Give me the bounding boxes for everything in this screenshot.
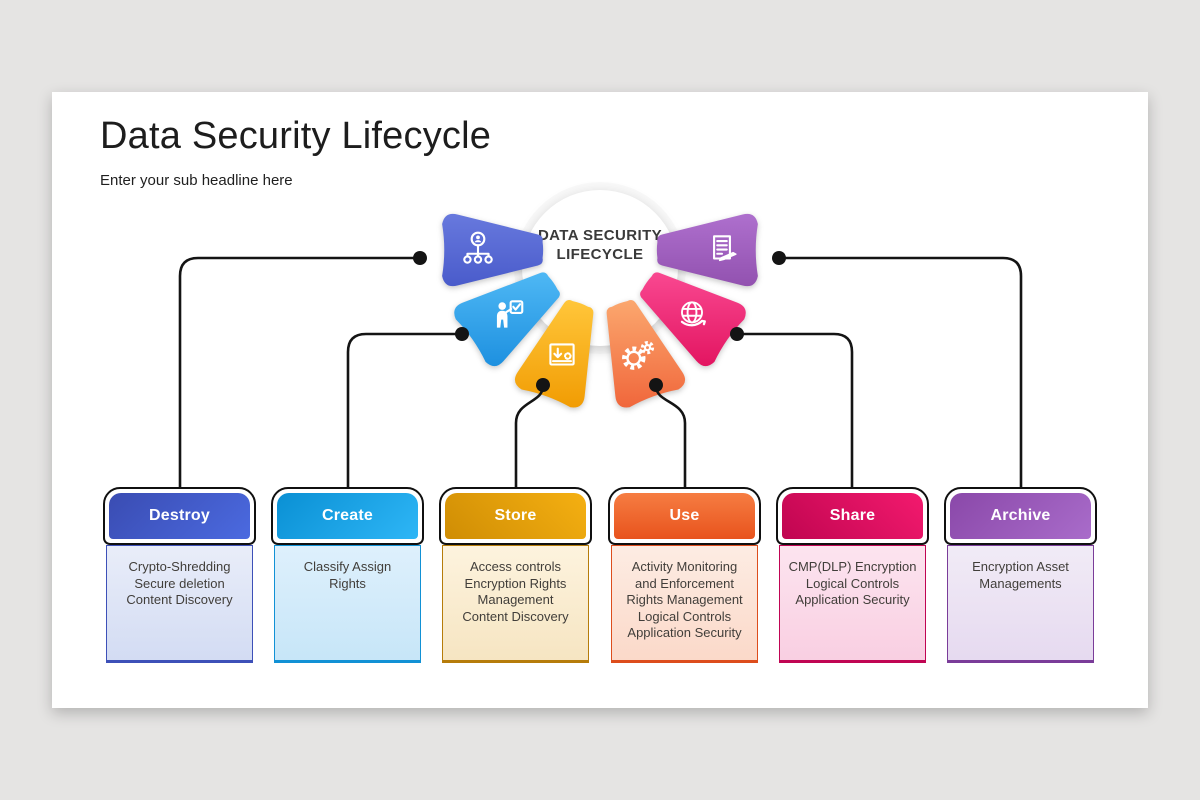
card-details: Activity Monitoring and Enforcement Righ… (611, 545, 758, 663)
card-archive: Archive Encryption Asset Managements (944, 487, 1097, 663)
page-title: Data Security Lifecycle (100, 115, 492, 157)
org-chart-icon (459, 230, 497, 268)
card-store: Store Access controls Encryption Rights … (439, 487, 592, 663)
document-pen-icon (703, 230, 741, 268)
card-header-outline: Destroy (103, 487, 256, 545)
card-header-outline: Use (608, 487, 761, 545)
card-details: CMP(DLP) Encryption Logical Controls App… (779, 545, 926, 663)
lifecycle-center-label: DATA SECURITY LIFECYCLE (537, 227, 663, 263)
lifecycle-center-disc (522, 190, 678, 346)
card-details: Access controls Encryption Rights Manage… (442, 545, 589, 663)
card-header-outline: Store (439, 487, 592, 545)
card-share: Share CMP(DLP) Encryption Logical Contro… (776, 487, 929, 663)
card-create: Create Classify Assign Rights (271, 487, 424, 663)
gears-icon (619, 336, 657, 374)
page-subtitle: Enter your sub headline here (100, 172, 293, 189)
card-header-outline: Archive (944, 487, 1097, 545)
person-checkbox-icon (489, 296, 527, 334)
card-details: Classify Assign Rights (274, 545, 421, 663)
card-header-outline: Create (271, 487, 424, 545)
archive-download-icon (543, 336, 581, 374)
card-title: Archive (950, 493, 1091, 539)
card-title: Create (277, 493, 418, 539)
card-use: Use Activity Monitoring and Enforcement … (608, 487, 761, 663)
globe-icon (673, 296, 711, 334)
card-details: Encryption Asset Managements (947, 545, 1094, 663)
card-title: Destroy (109, 493, 250, 539)
card-title: Store (445, 493, 586, 539)
card-destroy: Destroy Crypto-Shredding Secure deletion… (103, 487, 256, 663)
card-title: Use (614, 493, 755, 539)
card-title: Share (782, 493, 923, 539)
card-header-outline: Share (776, 487, 929, 545)
card-details: Crypto-Shredding Secure deletion Content… (106, 545, 253, 663)
